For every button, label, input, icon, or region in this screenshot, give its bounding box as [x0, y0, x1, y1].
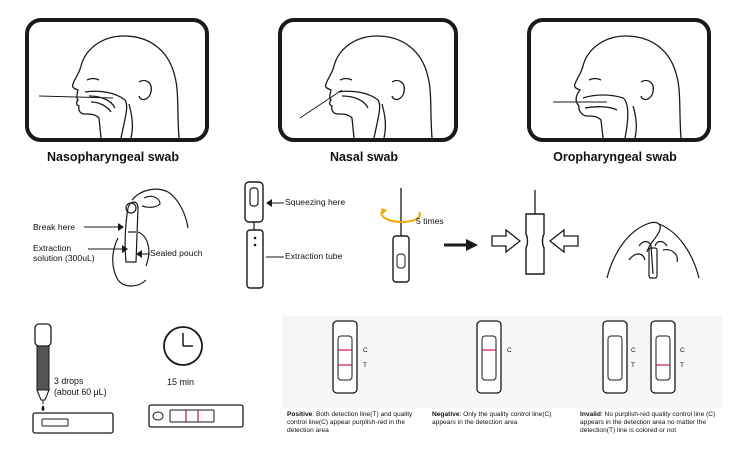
- invalid-1-c-label: C: [631, 347, 636, 354]
- positive-c-label: C: [363, 347, 368, 354]
- hand-breaking-pouch-illustration: [112, 188, 189, 287]
- squeezing-here-label: Squeezing here: [285, 197, 346, 207]
- next-step-arrow: [444, 239, 478, 251]
- drops-label: 3 drops (about 60 μL): [54, 376, 107, 397]
- invalid-2-c-label: C: [680, 347, 685, 354]
- squeezing-pouch-illustration: [244, 181, 264, 234]
- extraction-solution-arrow: [88, 245, 128, 253]
- positive-description: Positive: Both detection line(T) and qua…: [287, 411, 429, 435]
- invalid-test-strip-1: [602, 320, 628, 394]
- positive-t-label: T: [363, 362, 367, 369]
- oropharyngeal-head-illustration: [553, 35, 682, 138]
- rotate-times-label: 5 times: [416, 216, 444, 226]
- wait-time-label: 15 min: [167, 377, 195, 387]
- positive-title: Positive: [287, 411, 313, 418]
- invalid-description: Invalid: No purplish-red quality control…: [580, 411, 728, 435]
- negative-test-strip: [476, 320, 502, 394]
- nasal-head-illustration: [299, 35, 433, 138]
- oropharyngeal-panel: [527, 18, 711, 142]
- extraction-tube-illustration: [246, 229, 264, 289]
- invalid-2-t-label: T: [680, 362, 684, 369]
- test-cassette-top-illustration: [32, 412, 114, 434]
- extraction-tube-pointer: [266, 256, 284, 258]
- squeezing-arrow: [266, 199, 284, 207]
- test-cassette-reading-illustration: [148, 404, 244, 428]
- swab-label-nasopharyngeal: Nasopharyngeal swab: [47, 150, 179, 164]
- swab-label-oropharyngeal: Oropharyngeal swab: [553, 150, 677, 164]
- sealed-pouch-label: Sealed pouch: [150, 248, 203, 258]
- clock-icon: [163, 326, 203, 366]
- negative-text: : Only the quality control line(C) appea…: [432, 411, 552, 427]
- break-here-label: Break here: [33, 222, 76, 232]
- swab-label-nasal: Nasal swab: [329, 150, 399, 164]
- swab-rotation-illustration: [380, 188, 421, 283]
- invalid-title: Invalid: [580, 411, 601, 418]
- invalid-test-strip-2: [650, 320, 676, 394]
- dropper-bottle-illustration: [34, 323, 52, 411]
- negative-description: Negative: Only the quality control line(…: [432, 411, 572, 427]
- nasopharyngeal-head-illustration: [38, 35, 180, 138]
- extraction-solution-label: Extraction solution (300uL): [33, 243, 95, 264]
- positive-test-strip: [332, 320, 358, 394]
- tube-squeeze-illustration: [491, 190, 579, 275]
- extraction-tube-label: Extraction tube: [285, 251, 343, 261]
- invalid-1-t-label: T: [631, 362, 635, 369]
- invalid-text: : No purplish-red quality control line (…: [580, 411, 716, 435]
- sealed-pouch-arrow: [136, 250, 150, 258]
- negative-title: Negative: [432, 411, 460, 418]
- negative-c-label: C: [507, 347, 512, 354]
- positive-text: : Both detection line(T) and quality con…: [287, 411, 413, 435]
- break-here-arrow: [84, 223, 124, 231]
- hands-squeezing-illustration: [606, 221, 700, 279]
- nasopharyngeal-panel: [25, 18, 209, 142]
- nasal-panel: [278, 18, 458, 142]
